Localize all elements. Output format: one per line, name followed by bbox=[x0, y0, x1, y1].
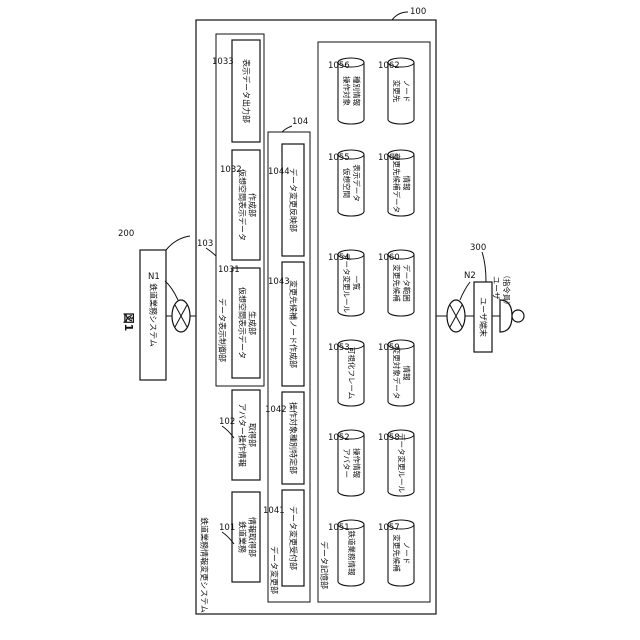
storage-item-1055-line2: 表示データ bbox=[352, 164, 362, 202]
storage-item-1056-line2: 種別情報 bbox=[352, 76, 362, 106]
unit-1044-ref: 1044 bbox=[268, 167, 290, 177]
main-system-title: 鉄道業務情報変更システム bbox=[200, 517, 210, 613]
unit-101-ref: 101 bbox=[219, 523, 235, 533]
unit-1043-ref: 1043 bbox=[268, 277, 290, 287]
storage-item-1053-line1: 可視化フレーム bbox=[347, 347, 357, 399]
user-terminal-ref: 300 bbox=[470, 243, 486, 253]
data-change-title: データ変更部 bbox=[270, 546, 280, 594]
storage-item-1060-line1: 変更先候補 bbox=[392, 264, 402, 302]
railway-system-ref: 200 bbox=[118, 229, 134, 239]
unit-101-line1: 鉄道業務 bbox=[238, 521, 248, 553]
user-label: ユーザ bbox=[492, 276, 501, 300]
storage-item-1052-line1: アバター bbox=[342, 448, 351, 478]
user-sub-label: （指令員） bbox=[502, 271, 512, 309]
unit-1033-ref: 1033 bbox=[212, 57, 234, 67]
unit-102-line1: アバター操作情報 bbox=[238, 403, 248, 467]
storage-item-1057-ref: 1057 bbox=[378, 523, 400, 533]
unit-1043-label: 変更先候補ノード作成部 bbox=[289, 280, 299, 368]
unit-1042-ref: 1042 bbox=[265, 405, 287, 415]
unit-102-ref: 102 bbox=[219, 417, 235, 427]
storage-item-1061-ref: 1061 bbox=[378, 153, 400, 163]
storage-item-1062-line2: ノード bbox=[402, 80, 411, 103]
storage-item-1056-ref: 1056 bbox=[328, 61, 350, 71]
storage-item-1062-ref: 1062 bbox=[378, 61, 400, 71]
display-control-title: データ表示制御部 bbox=[218, 298, 228, 362]
storage-item-1061-line2: 情報 bbox=[402, 176, 412, 191]
network-n1-label: N1 bbox=[148, 272, 160, 282]
unit-1041-ref: 1041 bbox=[263, 506, 285, 516]
user-terminal-label: ユーザ端末 bbox=[479, 297, 489, 337]
unit-1033-line1: 表示データ出力部 bbox=[242, 59, 252, 123]
storage-item-1052-line2: 操作情報 bbox=[352, 448, 362, 478]
storage-item-1055-line1: 仮想空間 bbox=[342, 168, 352, 198]
storage-item-1059-ref: 1059 bbox=[378, 343, 400, 353]
network-n2: N2 bbox=[436, 271, 476, 332]
storage-item-1057-line2: ノード bbox=[402, 542, 411, 565]
storage-item-1052-ref: 1052 bbox=[328, 433, 350, 443]
unit-1031-line1: 仮想空間表示データ bbox=[238, 287, 248, 359]
unit-102-line2: 取得部 bbox=[248, 423, 258, 447]
unit-101-line2: 情報取得部 bbox=[248, 517, 258, 557]
storage-item-1054-line2: 一覧 bbox=[352, 276, 362, 291]
unit-1044-label: データ変更反映部 bbox=[289, 168, 299, 232]
storage-item-1057-line1: 変更先候補 bbox=[392, 534, 402, 572]
network-n2-label: N2 bbox=[464, 271, 476, 281]
storage-item-1056-line1: 操作対象 bbox=[342, 76, 352, 106]
unit-1032-ref: 1032 bbox=[220, 165, 242, 175]
storage-item-1055-ref: 1055 bbox=[328, 153, 350, 163]
storage-item-1051-line1: 鉄道業務情報 bbox=[347, 531, 357, 576]
storage-item-1060-ref: 1060 bbox=[378, 253, 400, 263]
storage-item-1058-ref: 1058 bbox=[378, 433, 400, 443]
storage-item-1060-line2: データ範囲 bbox=[402, 264, 412, 302]
storage-item-1059-line2: 情報 bbox=[402, 366, 412, 381]
user-terminal: ユーザ端末 300 bbox=[470, 243, 492, 352]
storage-item-1062-line1: 変更先 bbox=[392, 80, 402, 103]
user-person: ユーザ （指令員） bbox=[492, 271, 525, 332]
user-head bbox=[512, 310, 524, 322]
railway-system-label: 鉄道業務システム bbox=[149, 283, 159, 347]
unit-1031-line2: 生成部 bbox=[248, 311, 258, 335]
unit-1041-label: データ変更受付部 bbox=[289, 506, 299, 570]
storage-item-1054-ref: 1054 bbox=[328, 253, 350, 263]
display-control-ref: 103 bbox=[197, 239, 213, 249]
data-change-ref: 104 bbox=[292, 117, 308, 127]
unit-1032-line1: 仮想空間表示データ bbox=[238, 169, 248, 241]
unit-1042-label: 操作対象種別特定部 bbox=[289, 402, 299, 474]
storage-item-1053-ref: 1053 bbox=[328, 343, 350, 353]
main-system-ref: 100 bbox=[410, 7, 426, 17]
unit-1031-ref: 1031 bbox=[218, 265, 240, 275]
figure-title: 図1 bbox=[122, 313, 136, 332]
unit-1032-line2: 作成部 bbox=[248, 193, 258, 217]
storage-item-1051-ref: 1051 bbox=[328, 523, 350, 533]
storage-item-1059-line1: 変更対象データ bbox=[392, 347, 402, 400]
storage-title: データ記憶部 bbox=[320, 541, 330, 589]
